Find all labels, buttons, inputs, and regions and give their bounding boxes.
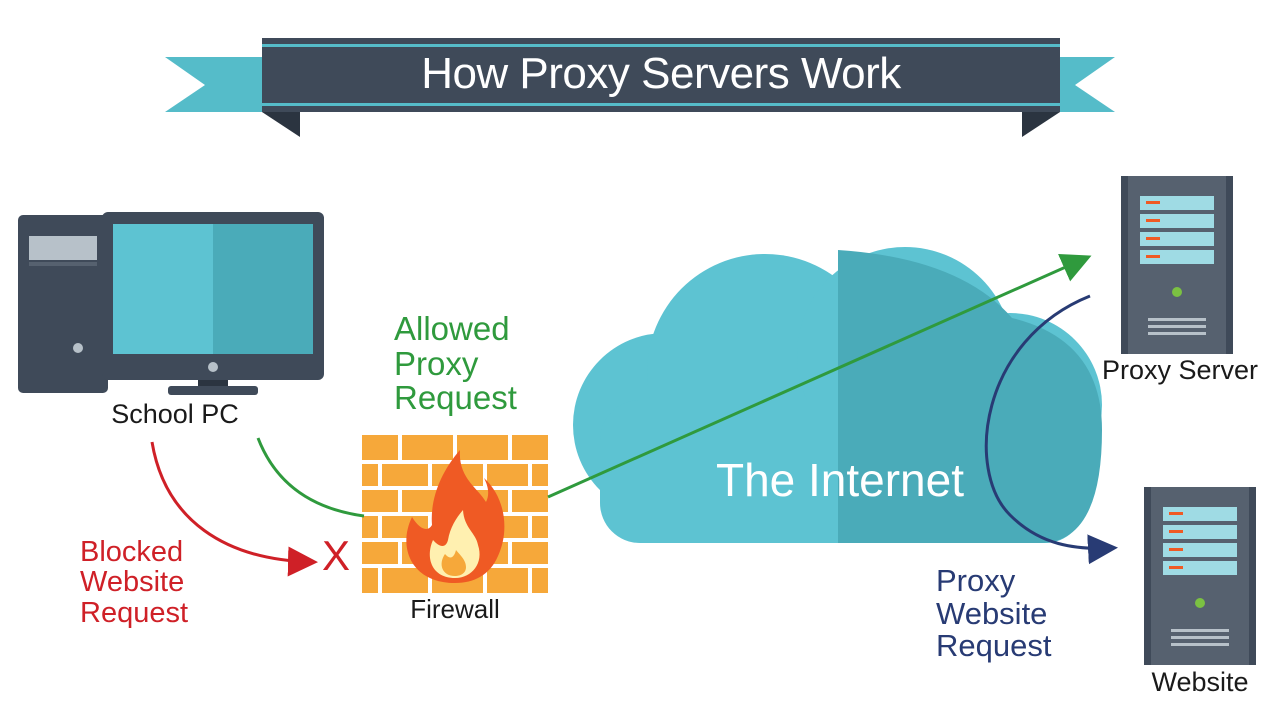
label-line: Website [936,595,1048,631]
blocked-request-label: Blocked Website Request [80,536,189,629]
allowed-request-label: Allowed Proxy Request [394,310,517,417]
banner-stripe-bottom [262,103,1060,106]
allowed-request-arrow [547,253,1092,499]
title-banner [165,38,1115,137]
banner-stripe-top [262,44,1060,47]
internet-cloud [573,247,1102,543]
blocked-request-arrow [150,441,318,577]
proxy-website-arrow [984,294,1118,565]
website-label: Website [1151,667,1249,697]
blocked-x-mark: X [322,532,351,579]
proxy-server-label: Proxy Server [1101,355,1259,385]
banner-right-fold [1022,112,1060,137]
school-pc-icon [18,212,324,395]
page-title: How Proxy Servers Work [421,49,901,98]
banner-body [262,38,1060,112]
firewall-label: Firewall [410,594,500,624]
internet-label: The Internet [715,454,965,506]
firewall-icon [362,435,548,593]
proxy-server-icon [1121,176,1233,354]
label-line: Blocked [80,536,184,568]
label-line: Request [936,628,1052,664]
label-line: Proxy [394,344,479,382]
cloud-shade [838,250,1102,543]
label-line: Request [80,596,189,629]
label-line: Website [80,566,185,599]
banner-left-fold [262,112,300,137]
website-server-icon [1144,487,1256,665]
proxy-website-request-label: Proxy Website Request [936,563,1052,664]
pc-to-firewall-arrow [256,437,365,518]
banner-left-tail [165,57,290,112]
label-line: Request [394,379,517,417]
school-pc-label: School PC [111,399,239,429]
label-line: Allowed [394,310,510,347]
label-line: Proxy [936,563,1016,598]
